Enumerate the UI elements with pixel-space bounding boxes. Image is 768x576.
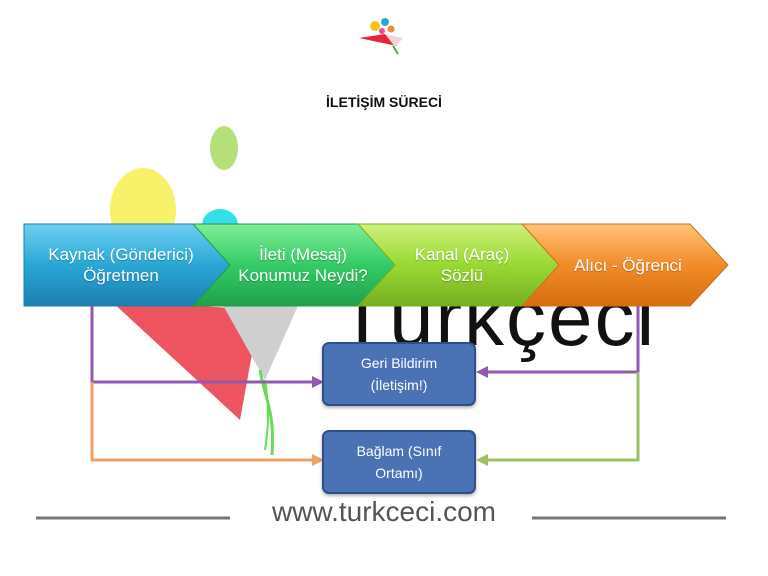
logo-icon — [359, 18, 403, 55]
step-label-message: İleti (Mesaj) Konumuz Neydi? — [238, 245, 368, 285]
context-box-label: Bağlam (Sınıf Ortamı) — [356, 443, 442, 481]
feedback-arrow-left — [90, 306, 318, 384]
footer-url[interactable]: www.turkceci.com — [271, 496, 497, 527]
page-title: İLETİŞİM SÜRECİ — [326, 94, 442, 110]
feedback-arrowhead-right — [476, 366, 488, 378]
feedback-arrowhead-left — [312, 376, 324, 388]
context-arrow-right — [484, 372, 640, 462]
context-box: Bağlam (Sınıf Ortamı) — [322, 430, 476, 494]
feedback-arrow-right — [484, 306, 640, 374]
feedback-box-label: Geri Bildirim (İletişim!) — [360, 355, 438, 393]
context-arrow-left — [90, 382, 318, 462]
feedback-box: Geri Bildirim (İletişim!) — [322, 342, 476, 406]
step-label-source: Kaynak (Gönderici) Öğretmen — [48, 245, 194, 285]
context-arrowhead-left — [312, 454, 324, 466]
context-arrowhead-right — [476, 454, 488, 466]
step-label-receiver: Alıcı - Öğrenci — [574, 255, 682, 275]
step-label-channel: Kanal (Araç) Sözlü — [414, 245, 510, 285]
step-chevron-receiver — [520, 223, 729, 307]
